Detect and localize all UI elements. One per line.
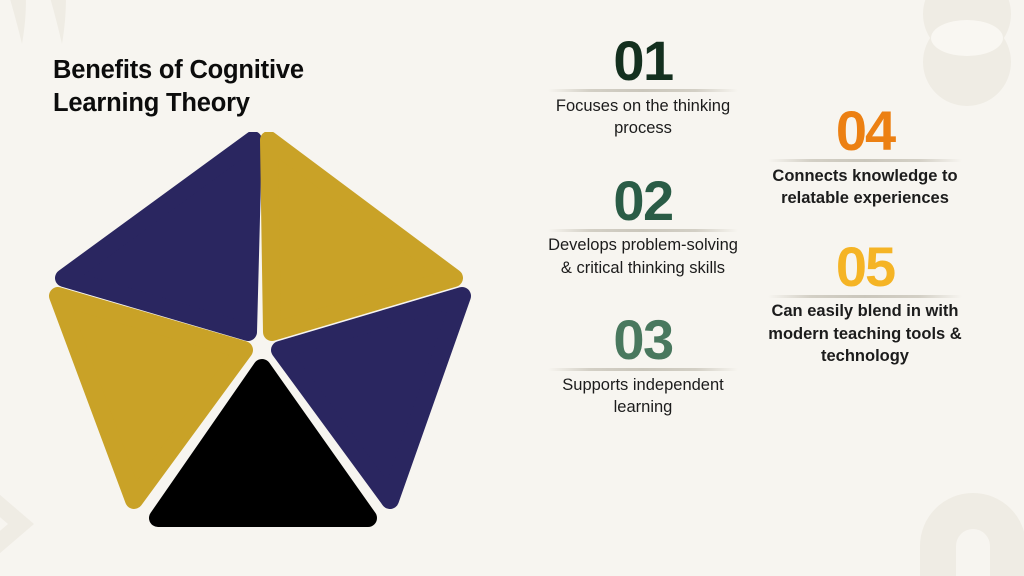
pentagon-segment-bottom — [149, 359, 377, 527]
benefit-text-01: Focuses on the thinking process — [555, 96, 731, 138]
page-title-line-1: Benefits of Cognitive — [53, 56, 304, 84]
benefit-number-04: 04 — [835, 99, 896, 162]
pentagon-star-svg: .wedge { stroke-linejoin:round; stroke-l… — [49, 132, 471, 527]
benefit-text-02: Develops problem-solving & critical thin… — [548, 236, 738, 277]
benefit-number-05: 05 — [835, 234, 896, 298]
benefit-divider-03 — [548, 368, 738, 372]
benefit-divider-04 — [768, 159, 962, 162]
benefit-item-03: 03 Supports independent learning — [546, 308, 740, 419]
benefit-divider-02 — [548, 228, 738, 232]
page-title-line-2: Learning Theory — [53, 89, 250, 118]
pentagon-star-diagram: .wedge { stroke-linejoin:round; stroke-l… — [48, 132, 478, 542]
benefits-right-column: 04 Connects knowledge to relatable exper… — [766, 99, 964, 368]
benefit-item-01: 01 Focuses on the thinking process — [546, 29, 740, 140]
pentagon-segment-right — [271, 287, 471, 509]
overlapping-circles-decoration — [923, 0, 1011, 106]
benefit-item-04: 04 Connects knowledge to relatable exper… — [766, 99, 964, 210]
benefit-text-05: Can easily blend in with modern teaching… — [768, 302, 962, 366]
pentagon-segment-top-left — [55, 132, 262, 341]
benefit-number-03: 03 — [613, 308, 674, 372]
pentagon-segment-top-right — [260, 132, 463, 341]
pentagon-segment-left — [49, 287, 253, 509]
benefit-item-02: 02 Develops problem-solving & critical t… — [546, 168, 740, 280]
benefits-middle-column: 01 Focuses on the thinking process 02 De… — [546, 29, 740, 419]
arch-shape-decoration — [920, 493, 1024, 576]
petal-shapes-decoration — [10, 0, 66, 44]
benefit-number-01: 01 — [613, 29, 674, 92]
benefit-text-04: Connects knowledge to relatable experien… — [772, 166, 958, 208]
page-title: Benefits of Cognitive Learning Theory — [53, 54, 383, 121]
benefit-item-05: 05 Can easily blend in with modern teach… — [766, 234, 964, 368]
benefit-divider-05 — [768, 294, 962, 298]
benefit-divider-01 — [548, 89, 738, 92]
benefit-text-03: Supports independent learning — [562, 376, 724, 417]
benefit-number-02: 02 — [613, 168, 674, 232]
